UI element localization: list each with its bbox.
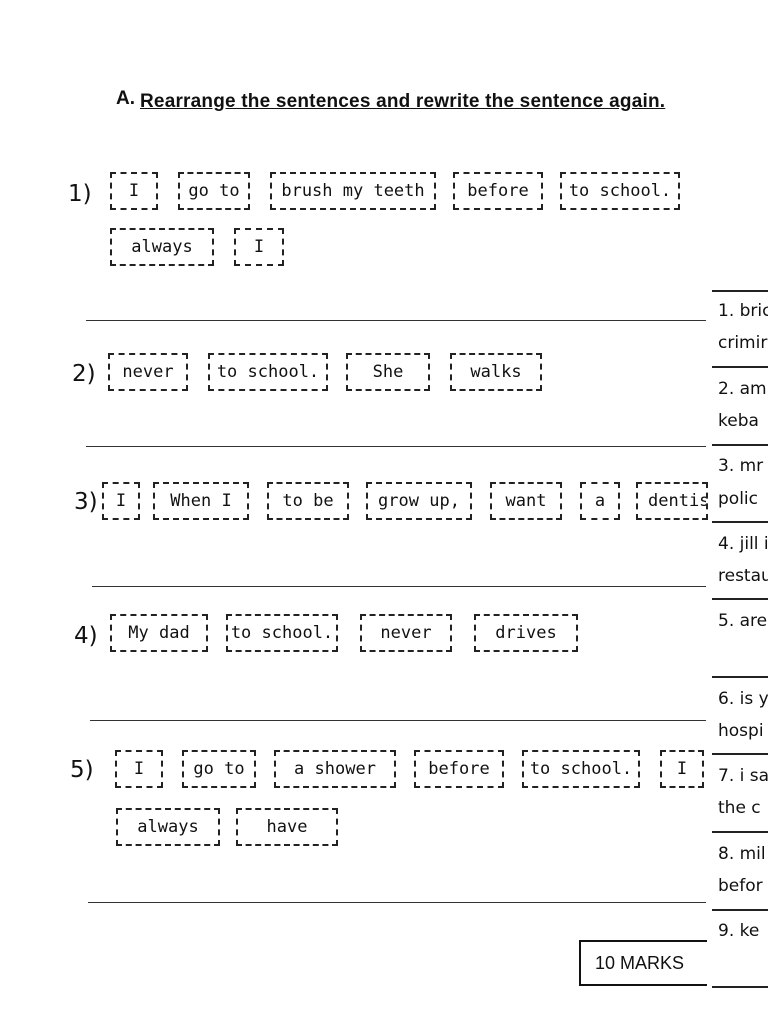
answer-line[interactable] (86, 320, 706, 321)
word-card[interactable]: I (660, 750, 704, 788)
question-number: 4) (74, 623, 98, 649)
word-card[interactable]: want (490, 482, 562, 520)
side-divider (712, 676, 768, 678)
word-card[interactable]: before (453, 172, 543, 210)
side-item-text: befor (718, 876, 763, 896)
word-card[interactable]: I (110, 172, 158, 210)
word-card[interactable]: My dad (110, 614, 208, 652)
marks-box: 10 MARKS (579, 940, 707, 986)
question-number: 2) (72, 361, 96, 387)
instruction-heading: Rearrange the sentences and rewrite the … (140, 91, 666, 112)
side-item-text: 7. i sa (718, 766, 768, 786)
word-card[interactable]: have (236, 808, 338, 846)
answer-line[interactable] (90, 720, 706, 721)
word-card[interactable]: I (115, 750, 163, 788)
side-divider (712, 444, 768, 446)
word-card[interactable]: to be (267, 482, 349, 520)
question-number: 5) (70, 757, 94, 783)
word-card[interactable]: always (116, 808, 220, 846)
side-item-text: 8. mil (718, 844, 766, 864)
side-divider (712, 986, 768, 988)
word-card[interactable]: dentis (636, 482, 708, 520)
answer-line[interactable] (92, 586, 706, 587)
word-card[interactable]: before (414, 750, 504, 788)
side-item-text: the c (718, 798, 761, 818)
word-card[interactable]: grow up, (366, 482, 472, 520)
word-card[interactable]: always (110, 228, 214, 266)
side-item-text: 1. bric (718, 301, 768, 321)
word-card[interactable]: go to (178, 172, 250, 210)
side-item-text: 3. mr (718, 456, 764, 476)
marks-label: 10 MARKS (595, 952, 685, 973)
section-label: A. (116, 88, 135, 109)
word-card[interactable]: to school. (208, 353, 328, 391)
word-card[interactable]: to school. (226, 614, 338, 652)
answer-line[interactable] (86, 446, 706, 447)
word-card[interactable]: to school. (522, 750, 640, 788)
side-item-text: 4. jill i (718, 534, 768, 554)
word-card[interactable]: never (360, 614, 452, 652)
side-divider (712, 290, 768, 292)
side-item-text: keba (718, 411, 759, 431)
side-item-text: 6. is y (718, 689, 768, 709)
question-number: 3) (74, 489, 98, 515)
side-item-text: 9. ke (718, 921, 760, 941)
side-item-text: crimir (718, 333, 768, 353)
word-card[interactable]: walks (450, 353, 542, 391)
side-divider (712, 753, 768, 755)
side-divider (712, 366, 768, 368)
side-divider (712, 598, 768, 600)
word-card[interactable]: go to (182, 750, 256, 788)
side-item-text: hospi (718, 721, 764, 741)
side-item-text: 5. are (718, 611, 768, 631)
word-card[interactable]: drives (474, 614, 578, 652)
word-card[interactable]: a shower (274, 750, 396, 788)
word-card[interactable]: to school. (560, 172, 680, 210)
side-item-text: polic (718, 489, 758, 509)
word-card[interactable]: She (346, 353, 430, 391)
side-divider (712, 831, 768, 833)
word-card[interactable]: a (580, 482, 620, 520)
side-divider (712, 909, 768, 911)
question-number: 1) (68, 181, 92, 207)
word-card[interactable]: brush my teeth (270, 172, 436, 210)
word-card[interactable]: never (108, 353, 188, 391)
answer-line[interactable] (88, 902, 706, 903)
word-card[interactable]: I (234, 228, 284, 266)
word-card[interactable]: I (102, 482, 140, 520)
word-card[interactable]: When I (153, 482, 249, 520)
side-item-text: 2. am (718, 379, 767, 399)
side-divider (712, 521, 768, 523)
side-item-text: restau (718, 566, 768, 586)
